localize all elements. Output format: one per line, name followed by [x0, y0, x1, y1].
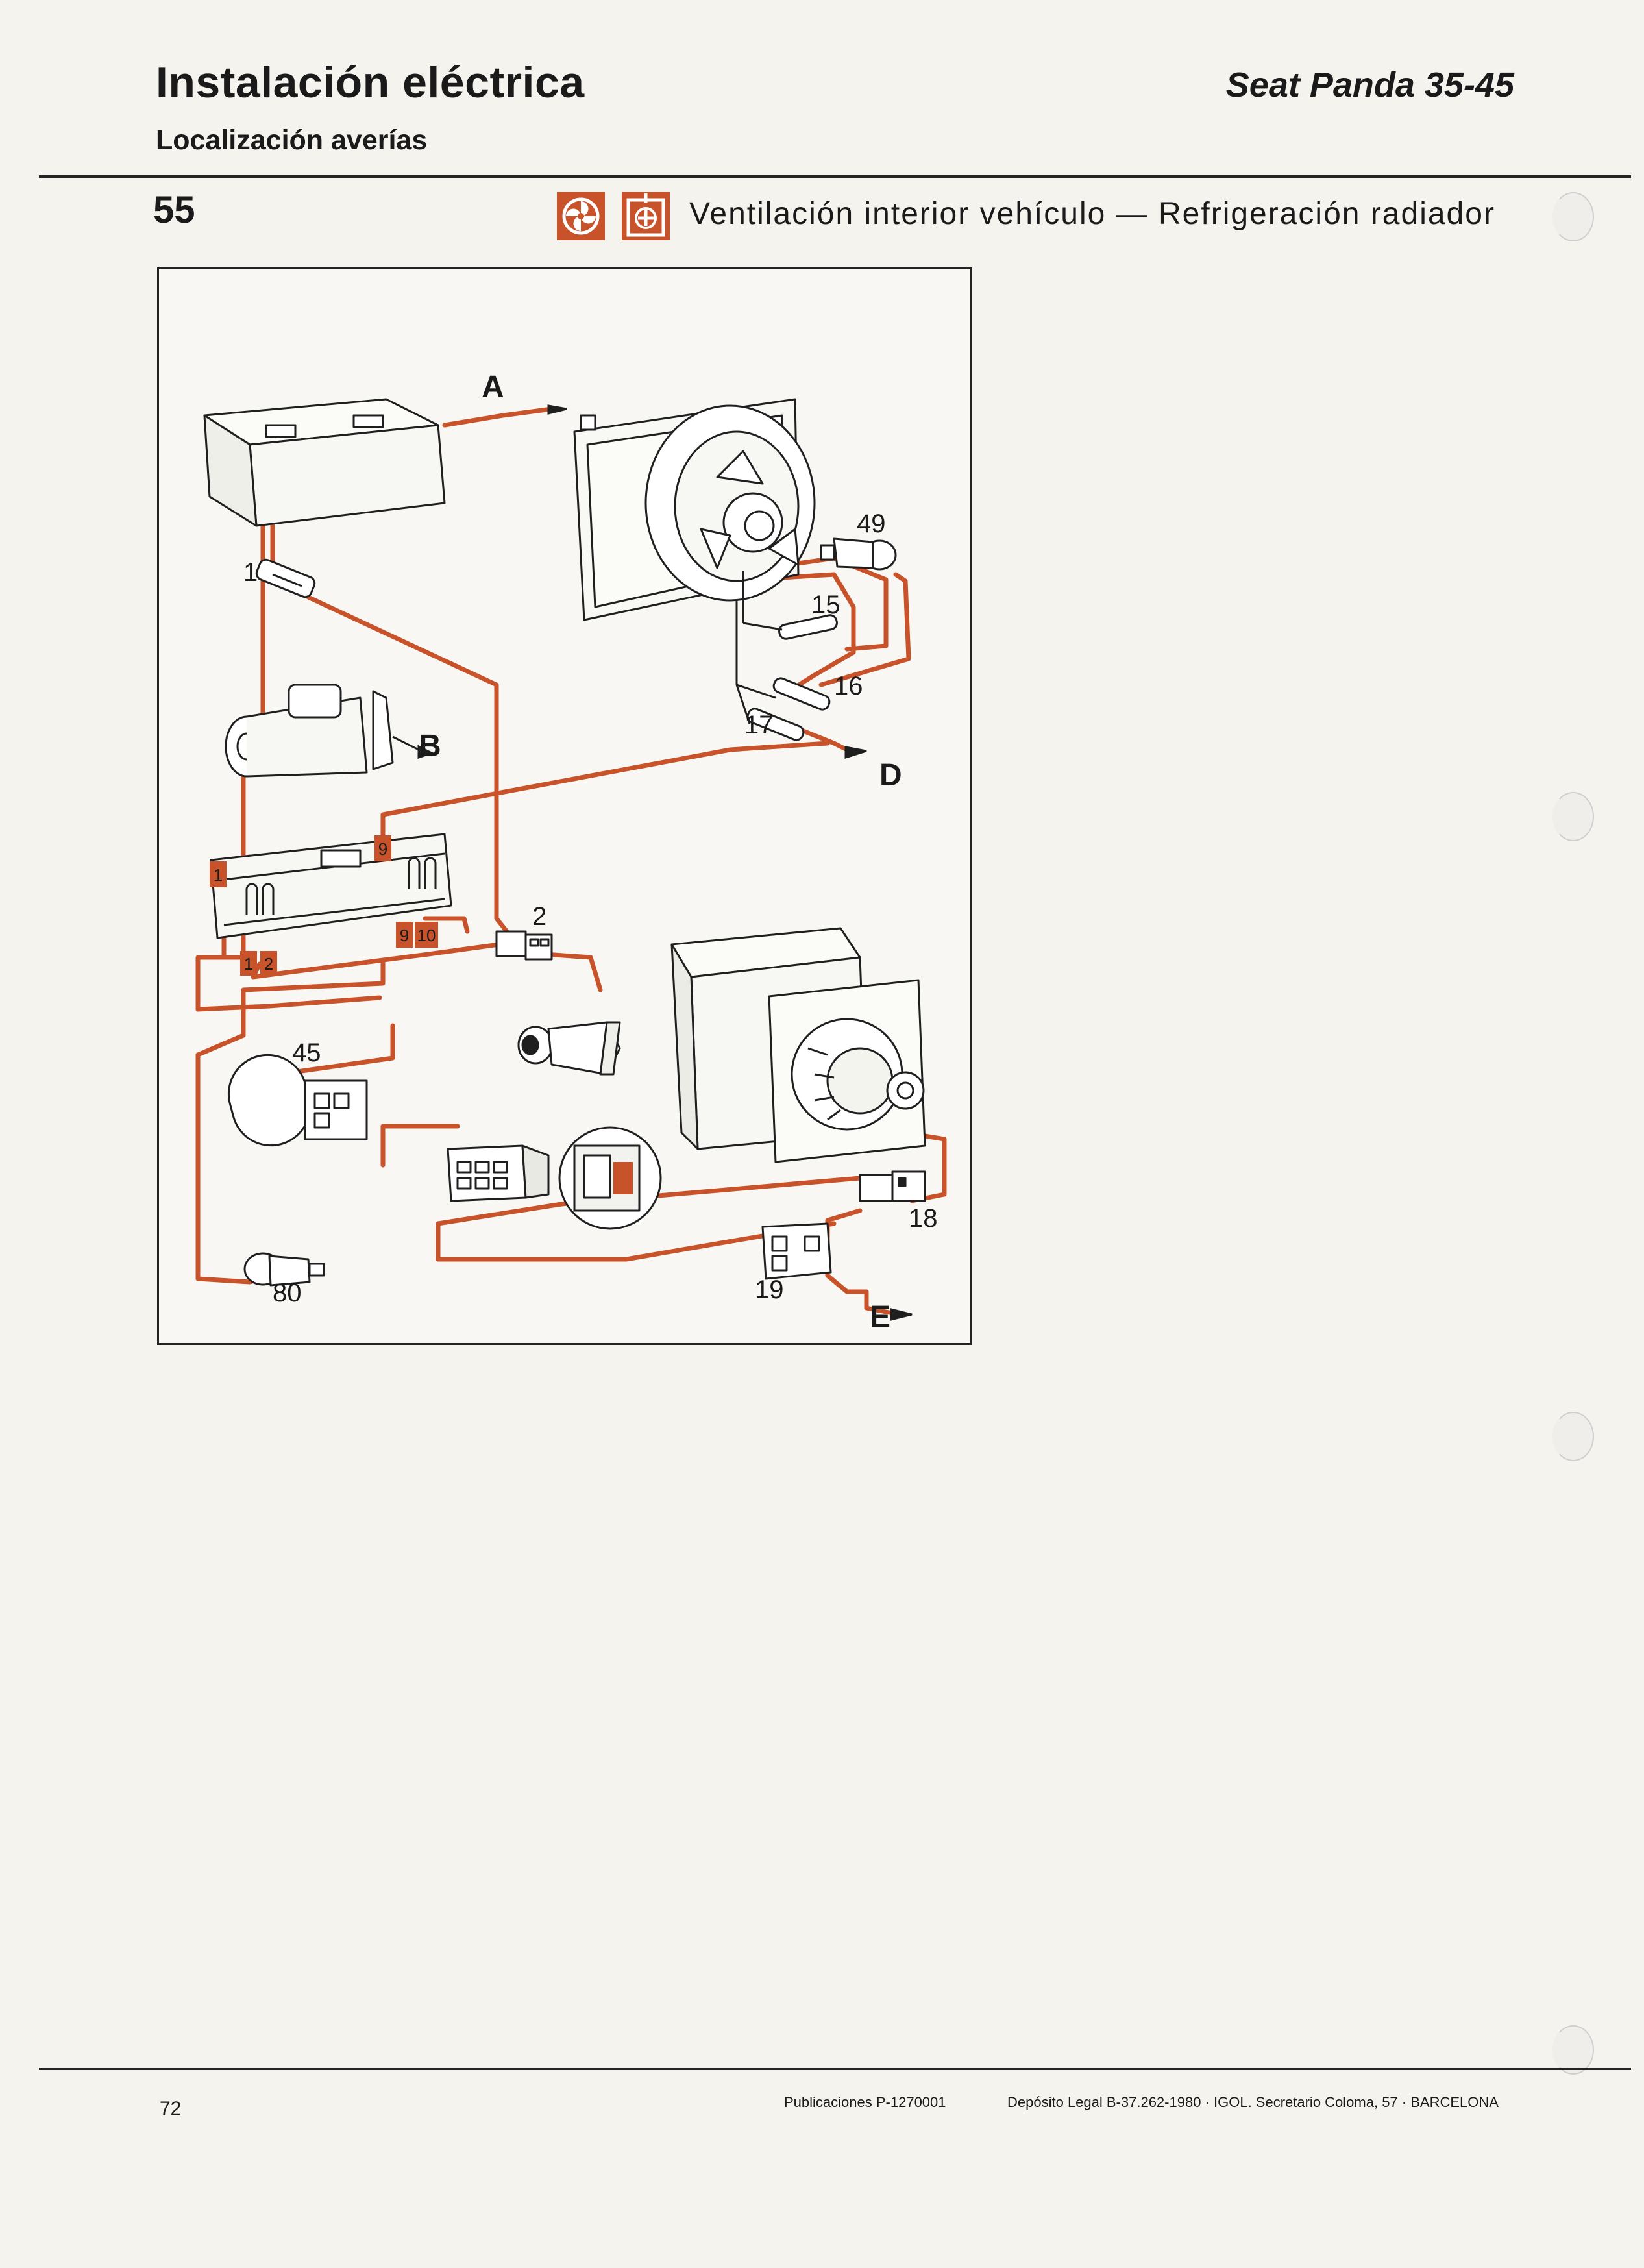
- pin-label-9b: 9: [400, 926, 409, 945]
- wiring-diagram: 1 1 2 9 9 10 A B D E 1 2 15 16 17 18 19 …: [157, 267, 972, 1345]
- terminal-a-arrow: [547, 404, 567, 415]
- page-number: 72: [160, 2098, 182, 2119]
- pin-box-9a: [374, 835, 391, 861]
- pin-box-2: [260, 951, 277, 976]
- relay-45: [227, 1054, 368, 1147]
- header-rule: [39, 175, 1631, 178]
- page-subtitle: Localización averías: [156, 125, 428, 156]
- heater-blower-unit: [670, 927, 926, 1163]
- pin-label-9a: 9: [378, 839, 387, 859]
- pin-label-2: 2: [264, 954, 273, 974]
- terminal-e-arrow: [890, 1308, 913, 1321]
- fan-switch: [558, 1126, 662, 1230]
- terminal-e: E: [870, 1300, 890, 1335]
- label-80: 80: [273, 1279, 302, 1307]
- ventilation-motor: [517, 1021, 621, 1076]
- relay-connector-2: [495, 930, 553, 961]
- label-17: 17: [744, 711, 774, 739]
- pin-box-9b: [396, 922, 413, 948]
- pin-box-1a: [210, 861, 227, 887]
- label-16: 16: [834, 672, 863, 700]
- fan-icon: [557, 192, 605, 240]
- binder-hole: [1552, 792, 1594, 841]
- label-18: 18: [909, 1204, 938, 1233]
- terminal-b: B: [419, 729, 441, 763]
- pin-label-1a: 1: [214, 865, 223, 885]
- label-45: 45: [292, 1039, 321, 1067]
- fuse-15: [778, 614, 838, 640]
- terminal-a: A: [482, 370, 504, 404]
- pin-label-10: 10: [417, 926, 436, 945]
- pin-box-1b: [240, 951, 257, 976]
- fuse-17: [746, 708, 805, 741]
- battery: [203, 398, 446, 527]
- relay-19: [761, 1222, 832, 1280]
- section-heading: Ventilación interior vehículo — Refriger…: [689, 197, 1495, 231]
- binder-hole: [1552, 192, 1594, 241]
- connector-18: [859, 1170, 926, 1202]
- thermoswitch-49: [820, 537, 897, 571]
- terminal-b-arrow: [417, 745, 434, 759]
- legal-deposit: Depósito Legal B-37.262-1980 · IGOL. Sec…: [1007, 2094, 1499, 2110]
- terminal-d: D: [879, 758, 902, 793]
- vehicle-model: Seat Panda 35-45: [1225, 66, 1514, 105]
- binder-hole: [1552, 1412, 1594, 1461]
- pin-label-1b: 1: [244, 954, 253, 974]
- publication-id: Publicaciones P-1270001: [784, 2094, 946, 2110]
- fuse-16: [772, 677, 831, 711]
- starter-motor: [225, 684, 419, 778]
- thermal-sensor-80: [243, 1252, 325, 1287]
- radiator-fan: [573, 398, 816, 621]
- label-1: 1: [243, 558, 258, 587]
- binder-hole: [1552, 2025, 1594, 2075]
- multi-connector: [447, 1144, 550, 1202]
- page-title: Instalación eléctrica: [156, 58, 585, 107]
- label-15: 15: [811, 591, 840, 619]
- section-number: 55: [153, 189, 195, 231]
- label-2: 2: [532, 902, 546, 931]
- label-19: 19: [755, 1276, 784, 1304]
- pin-box-10: [415, 922, 438, 948]
- radiator-fan-icon: [622, 192, 670, 240]
- label-49: 49: [857, 510, 886, 538]
- fuse-1: [255, 558, 316, 598]
- footer-rule: [39, 2068, 1631, 2070]
- terminal-d-arrow: [844, 746, 867, 759]
